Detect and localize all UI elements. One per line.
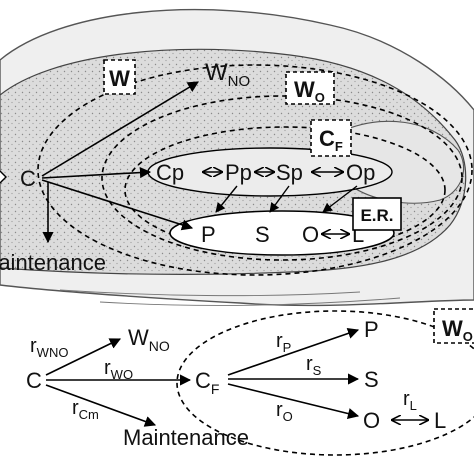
arrow-op-to-o (322, 185, 358, 213)
arrow-c-to-p (41, 179, 194, 231)
o-label-seed: O (302, 222, 319, 247)
arrow-sp-to-s (269, 185, 290, 213)
w-no-label: WNO (205, 59, 250, 90)
c-node-diamond (0, 170, 7, 184)
ellipse-w-o (101, 95, 463, 261)
cp-label: Cp (156, 160, 184, 185)
ellipse-w (37, 64, 473, 276)
box-er-label: E.R. (360, 206, 393, 225)
r-wno-label: rWNO (30, 335, 68, 360)
arrow-c-to-cp (41, 166, 152, 179)
op-label: Op (346, 160, 375, 185)
ellipse-products (169, 210, 395, 256)
c-label-flux: C (26, 368, 42, 393)
sp-label: Sp (276, 160, 303, 185)
s-label-seed: S (255, 222, 270, 247)
arrow-flux-c-to-maintenance (45, 384, 157, 427)
o-label-flux: O (363, 408, 380, 433)
c-f-label-flux: CF (195, 368, 219, 397)
maintenance-label-seed: Maintenance (0, 250, 106, 275)
pp-label: Pp (225, 160, 252, 185)
r-wo-label: rWO (104, 357, 133, 382)
maintenance-label-flux: Maintenance (123, 425, 249, 450)
r-p-label: rP (276, 330, 291, 355)
seed-coat-lines (59, 289, 401, 306)
ellipse-w-o-flux (176, 310, 474, 456)
w-no-label-flux: WNO (128, 325, 170, 354)
box-w-o-flux-label: WO (442, 316, 473, 344)
r-cm-label: rCm (72, 397, 99, 422)
r-l-label: rL (403, 388, 417, 413)
arrow-pp-to-p (215, 185, 238, 213)
r-o-label: rO (276, 399, 293, 424)
box-er: E.R. (352, 197, 402, 231)
arrow-flux-c-to-w-no (45, 338, 122, 376)
box-c-f: CF (310, 119, 352, 157)
box-w-label: W (109, 66, 130, 91)
c-label-seed: C (20, 166, 36, 191)
s-label-flux: S (364, 367, 379, 392)
box-w: W (103, 59, 136, 95)
arrow-flux-c-f-to-o (227, 383, 360, 420)
box-w-o: WO (285, 71, 335, 105)
r-s-label: rS (306, 353, 322, 378)
p-label-seed: P (201, 222, 216, 247)
arrow-flux-c-f-to-p (227, 328, 360, 376)
l-label-flux: L (434, 408, 446, 433)
box-w-o-label: WO (294, 77, 325, 105)
p-label-flux: P (364, 317, 379, 342)
box-w-o-flux: WO (433, 308, 474, 344)
box-c-f-label: CF (319, 126, 343, 154)
arrow-c-to-w-no (41, 81, 199, 177)
